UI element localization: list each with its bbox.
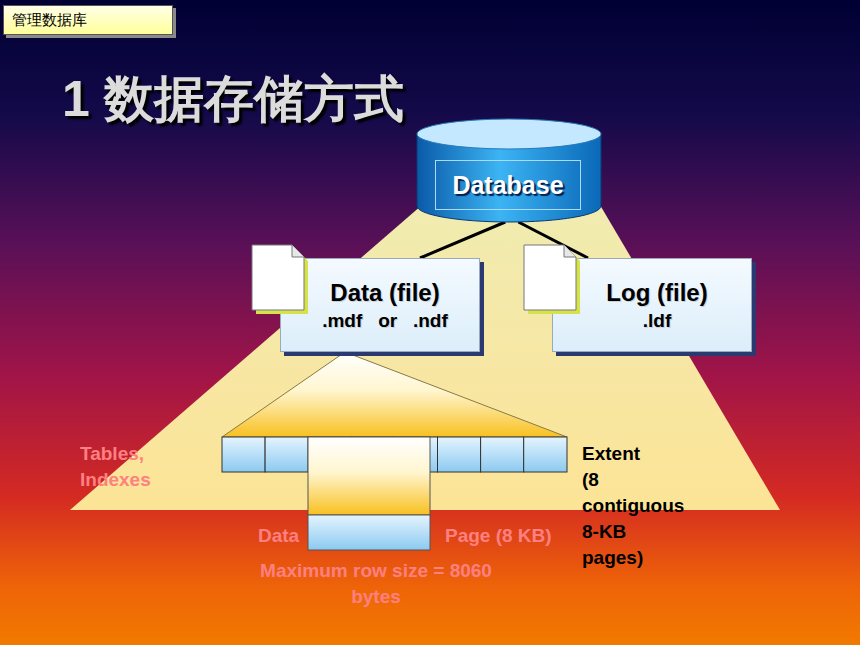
annotation-label: Maximum row size = 8060 bytes [241,558,511,610]
icon-fold [564,245,576,257]
annotation-label: Extent (8 contiguous 8-KB pages) [582,441,658,571]
database-node: Database [415,118,603,224]
document-icon [523,244,583,316]
node-title: Data (file) [330,277,439,309]
node-title: Database [452,171,563,200]
node-title: 管理数据库 [12,11,87,30]
document-icon [251,244,311,316]
annotation-label: Data [258,523,318,549]
expand-triangle [222,352,567,437]
icon-page [524,245,576,310]
file-box: Log (file).ldf [552,258,752,352]
node-title: Log (file) [606,277,707,309]
cylinder-top [417,119,601,149]
annotation-label: Tables, Indexes [80,441,165,493]
database-label-frame: Database [435,160,581,210]
icon-fold [292,245,304,257]
icon-page [252,245,304,310]
data-page [308,515,430,550]
page-column [308,437,430,515]
file-box: Data (file).mdf or .ndf [280,258,480,352]
connector-line [420,222,505,258]
annotation-label: Page (8 KB) [445,523,575,549]
slide-title: 1 数据存储方式 [62,66,404,133]
node-subtitle: .mdf or .ndf [322,309,448,333]
node-subtitle: .ldf [643,309,672,333]
section-tag: 管理数据库 [3,5,173,35]
